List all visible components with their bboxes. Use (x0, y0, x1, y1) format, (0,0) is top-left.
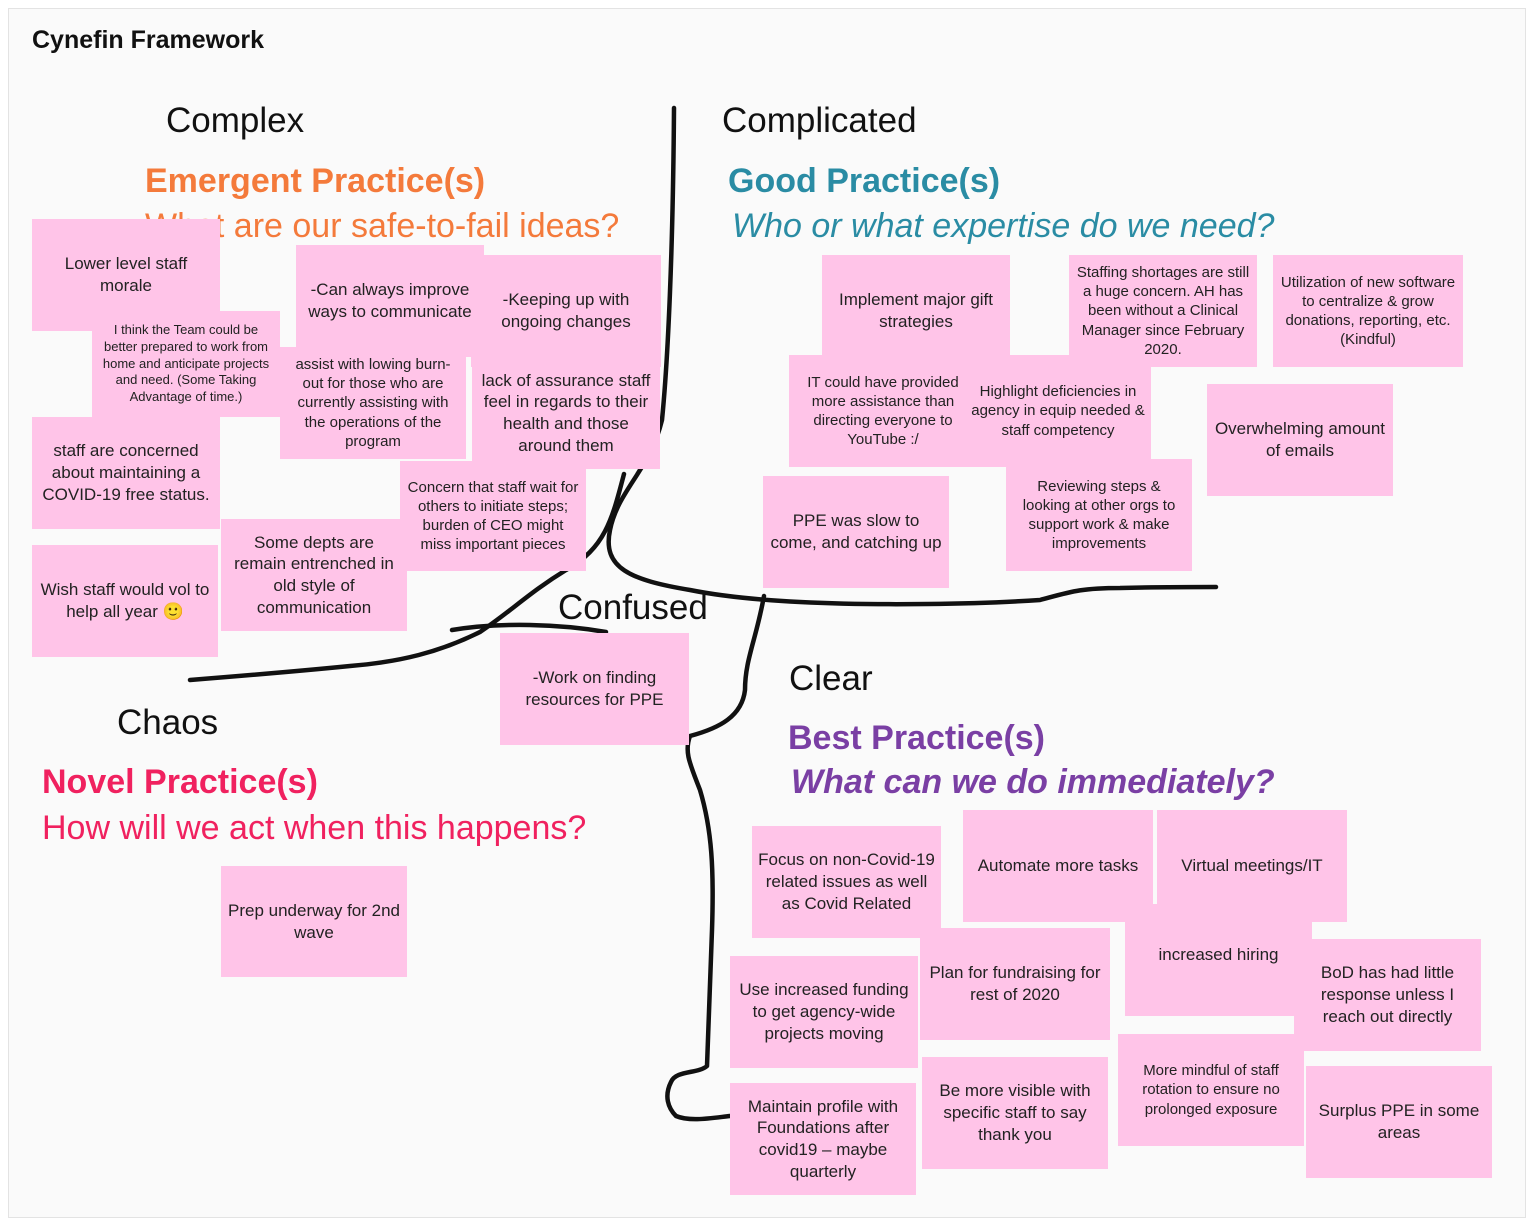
sticky-note[interactable]: -Work on finding resources for PPE (500, 633, 689, 745)
question-label-chaos: How will we act when this happens? (42, 809, 587, 847)
question-label-complex: What are our safe-to-fail ideas? (145, 207, 620, 245)
domain-label-chaos: Chaos (117, 703, 219, 742)
domain-label-complicated: Complicated (722, 101, 917, 140)
sticky-note[interactable]: Surplus PPE in some areas (1306, 1066, 1492, 1178)
sticky-note[interactable]: Use increased funding to get agency-wide… (730, 956, 918, 1068)
sticky-note[interactable]: Maintain profile with Foundations after … (730, 1083, 916, 1195)
sticky-note[interactable]: Prep underway for 2nd wave (221, 866, 407, 977)
domain-label-confused: Confused (558, 588, 708, 627)
sticky-note[interactable]: Virtual meetings/IT (1157, 810, 1347, 922)
sticky-note[interactable]: I think the Team could be better prepare… (92, 311, 280, 417)
practice-label-complicated: Good Practice(s) (728, 162, 1001, 200)
sticky-note[interactable]: PPE was slow to come, and catching up (763, 476, 949, 588)
sticky-note[interactable]: Be more visible with specific staff to s… (922, 1057, 1108, 1169)
sticky-note[interactable]: increased hiring (1125, 904, 1312, 1016)
sticky-note[interactable]: Focus on non-Covid-19 related issues as … (752, 826, 941, 938)
sticky-note[interactable]: Utilization of new software to centraliz… (1273, 255, 1463, 367)
sticky-note[interactable]: Concern that staff wait for others to in… (400, 461, 586, 571)
sticky-note[interactable]: Some depts are remain entrenched in old … (221, 519, 407, 631)
practice-label-chaos: Novel Practice(s) (42, 763, 318, 801)
domain-label-complex: Complex (166, 101, 305, 140)
sticky-note[interactable]: Overwhelming amount of emails (1207, 384, 1393, 496)
sticky-note[interactable]: Automate more tasks (963, 810, 1153, 922)
practice-label-complex: Emergent Practice(s) (145, 162, 486, 200)
practice-label-clear: Best Practice(s) (788, 719, 1046, 757)
question-label-complicated: Who or what expertise do we need? (732, 207, 1275, 245)
sticky-note[interactable]: Staffing shortages are still a huge conc… (1069, 255, 1257, 367)
board-title: Cynefin Framework (32, 26, 265, 54)
sticky-note[interactable]: IT could have provided more assistance t… (789, 355, 977, 467)
sticky-note[interactable]: Reviewing steps & looking at other orgs … (1006, 459, 1192, 571)
sticky-note[interactable]: Highlight deficiencies in agency in equi… (965, 355, 1151, 467)
sticky-note[interactable]: BoD has had little response unless I rea… (1294, 939, 1481, 1051)
sticky-note[interactable]: Plan for fundraising for rest of 2020 (920, 928, 1110, 1040)
sticky-note[interactable]: Wish staff would vol to help all year 🙂 (32, 545, 218, 657)
question-label-clear: What can we do immediately? (791, 763, 1275, 801)
domain-label-clear: Clear (789, 659, 873, 698)
sticky-note[interactable]: More mindful of staff rotation to ensure… (1118, 1034, 1304, 1146)
sticky-note[interactable]: lack of assurance staff feel in regards … (472, 357, 660, 469)
sticky-note[interactable]: staff are concerned about maintaining a … (32, 417, 220, 529)
sticky-note[interactable]: -Keeping up with ongoing changes (471, 255, 661, 367)
sticky-note[interactable]: assist with lowing burn-out for those wh… (280, 347, 466, 459)
sticky-note[interactable]: Implement major gift strategies (822, 255, 1010, 367)
sticky-note[interactable]: -Can always improve ways to communicate (296, 245, 484, 357)
